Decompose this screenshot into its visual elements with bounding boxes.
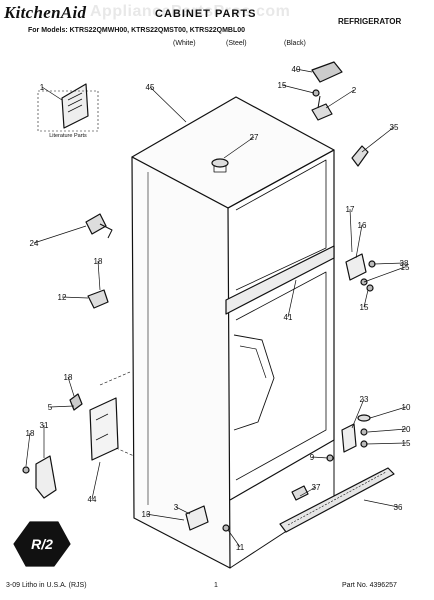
page-title: CABINET PARTS xyxy=(155,8,257,20)
callout-leader xyxy=(363,266,406,283)
r2-logo-text: R/2 xyxy=(31,536,53,552)
callout-number: 5 xyxy=(48,403,53,412)
hinge-cover xyxy=(311,61,343,83)
r2-logo xyxy=(13,521,71,567)
callout-number: 15 xyxy=(278,81,287,90)
literature-parts-label: Literature Parts xyxy=(49,133,87,139)
top-cap xyxy=(211,158,229,168)
callout-leader xyxy=(33,225,87,244)
cabinet-inner-upper xyxy=(235,159,327,291)
callout-number: 2 xyxy=(352,86,357,95)
footer-part-number: Part No. 4396257 xyxy=(342,582,397,589)
callout-number: 41 xyxy=(284,313,293,322)
callout-leader xyxy=(355,224,363,259)
page-header: AppliancePartsPros.com KitchenAid CABINE… xyxy=(0,0,434,56)
callout-number: 37 xyxy=(312,483,321,492)
callout-leader xyxy=(61,296,89,299)
callout-number: 1 xyxy=(40,83,45,92)
model-list: For Models: KTRS22QMWH00, KTRS22QMST00, … xyxy=(28,27,246,34)
callout-leader xyxy=(349,208,353,253)
footer-page-number: 1 xyxy=(214,582,218,589)
callout-number: 36 xyxy=(394,503,403,512)
watermark: AppliancePartsPros.com xyxy=(90,3,291,20)
callout-number: 18 xyxy=(26,429,35,438)
callout-number: 20 xyxy=(402,425,411,434)
cabinet-inner-lower xyxy=(235,271,327,481)
color-white: (White) xyxy=(173,40,196,47)
callout-leader xyxy=(175,506,191,515)
callout-leader xyxy=(149,86,187,123)
side-panel-31 xyxy=(35,455,57,499)
top-hinge xyxy=(311,103,333,121)
callout-number: 15 xyxy=(401,263,410,272)
callout-number: 35 xyxy=(390,123,399,132)
callout-number: 15 xyxy=(402,439,411,448)
hinge-plate-44 xyxy=(89,397,119,461)
callout-leader xyxy=(223,136,255,159)
callout-leader xyxy=(287,279,297,318)
callout-leader xyxy=(363,289,369,308)
cabinet-left-side xyxy=(131,156,231,569)
callout-number: 11 xyxy=(236,543,245,552)
handle-part-35 xyxy=(351,145,369,167)
callout-leader xyxy=(91,461,101,500)
footer-litho: 3-09 Litho in U.S.A. (RJS) xyxy=(6,582,87,589)
callout-number: 15 xyxy=(360,303,369,312)
center-hinge xyxy=(345,253,367,281)
callout-number: 31 xyxy=(40,421,49,430)
freezer-liner xyxy=(233,334,275,431)
bracket-12 xyxy=(87,289,109,309)
callout-leader xyxy=(365,442,407,445)
callout-number: 9 xyxy=(310,453,315,462)
clip-37 xyxy=(291,485,309,501)
callout-number: 18 xyxy=(64,373,73,382)
callout-leader xyxy=(367,428,407,433)
callout-leader xyxy=(281,84,315,94)
color-steel: (Steel) xyxy=(226,40,247,47)
callout-leader xyxy=(67,376,75,397)
callout-leader xyxy=(363,499,399,508)
callout-number: 23 xyxy=(360,395,369,404)
callout-number: 17 xyxy=(346,205,355,214)
callout-leader xyxy=(351,398,365,429)
literature-pack xyxy=(61,83,89,129)
cabinet-back-edge xyxy=(227,149,335,501)
color-black: (Black) xyxy=(284,40,306,47)
callout-number: 40 xyxy=(292,65,301,74)
callout-leader xyxy=(295,68,313,73)
callout-number: 27 xyxy=(250,133,259,142)
callout-leader xyxy=(369,406,407,419)
callout-number: 16 xyxy=(358,221,367,230)
callout-number: 10 xyxy=(402,403,411,412)
bottom-hinge-3 xyxy=(185,505,209,531)
toe-grille xyxy=(279,467,395,533)
hinge-pin-24 xyxy=(85,213,107,235)
product-type: REFRIGERATOR xyxy=(338,17,402,26)
callout-leader xyxy=(25,432,31,467)
bottom-hinge-23 xyxy=(341,423,357,453)
callout-number: 44 xyxy=(88,495,97,504)
callout-number: 45 xyxy=(146,83,155,92)
page-footer: 3-09 Litho in U.S.A. (RJS) 1 Part No. 43… xyxy=(0,578,434,598)
callout-leader xyxy=(299,486,317,497)
callout-number: 3 xyxy=(174,503,179,512)
callout-leader xyxy=(145,513,185,521)
callout-leader xyxy=(49,405,75,408)
callout-number: 12 xyxy=(58,293,67,302)
callout-leader xyxy=(227,529,241,548)
callout-number: 24 xyxy=(30,239,39,248)
callout-leader xyxy=(97,260,101,291)
callout-leader xyxy=(373,262,405,265)
callout-number: 38 xyxy=(400,259,409,268)
brand-logo: KitchenAid xyxy=(4,3,87,22)
callout-number: 18 xyxy=(94,257,103,266)
callout-number: 13 xyxy=(142,510,151,519)
callout-leader xyxy=(311,456,329,459)
callout-leader xyxy=(41,86,63,101)
cabinet-rail xyxy=(225,245,335,315)
callout-leader xyxy=(361,126,395,153)
callout-leader xyxy=(325,89,355,109)
